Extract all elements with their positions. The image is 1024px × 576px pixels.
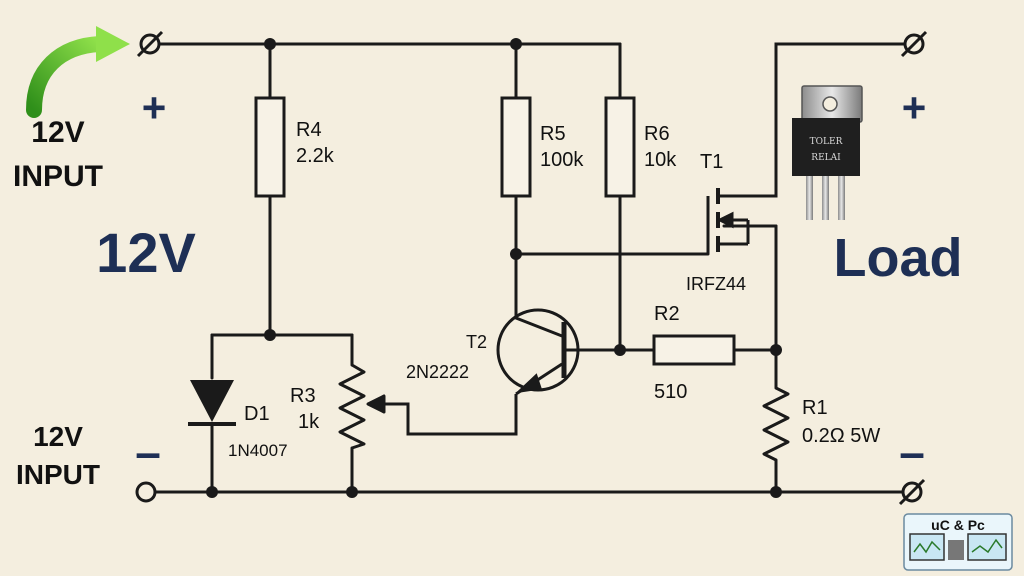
r4-body (254, 96, 286, 198)
junction-dot (510, 248, 522, 260)
r5-value: 100k (540, 149, 584, 171)
r5-ref: R5 (540, 123, 566, 145)
junction-dot (206, 486, 218, 498)
wires (154, 42, 908, 494)
t2-transistor (496, 300, 580, 402)
load-package-text-1: TOLER (810, 137, 843, 147)
t1-value: IRFZ44 (686, 274, 746, 294)
junction-dot (264, 329, 276, 341)
t1-body-arrow (716, 211, 734, 229)
junction-dot (770, 344, 782, 356)
junction-dot (346, 486, 358, 498)
load-package-text-2: RELAI (811, 153, 841, 163)
output-plus-sign: + (902, 84, 927, 131)
r1-value: 0.2Ω 5W (802, 425, 880, 447)
resistor-bodies (254, 96, 736, 366)
load-label: Load (834, 228, 963, 288)
r3-ref: R3 (290, 385, 316, 407)
r4-ref: R4 (296, 119, 322, 141)
terminal-input-plus (136, 30, 164, 58)
input-bottom-sign: – (135, 426, 161, 478)
t2-ref: T2 (466, 332, 487, 352)
r2-ref: R2 (654, 303, 680, 325)
r1-resistor (762, 386, 790, 462)
d1-ref: D1 (244, 403, 270, 425)
t2-value: 2N2222 (406, 362, 469, 382)
terminal-output-minus (898, 478, 926, 506)
input-top-label-1: 12V (31, 116, 84, 149)
d1-value: 1N4007 (228, 441, 288, 460)
r6-ref: R6 (644, 123, 670, 145)
d1-diode (188, 380, 236, 426)
input-bottom-label-2: INPUT (16, 459, 100, 490)
r3-value: 1k (298, 411, 320, 433)
labels: 12V INPUT + 12V 12V INPUT – + – Load R4 … (13, 84, 963, 490)
r6-body (604, 96, 636, 198)
junction-dot (614, 344, 626, 356)
r3-potentiometer (338, 363, 386, 450)
r4-value: 2.2k (296, 145, 335, 167)
r3-wiper-arrow (366, 394, 386, 414)
input-bottom-label-1: 12V (33, 421, 83, 452)
junction-dot (264, 38, 276, 50)
junctions (206, 38, 782, 498)
r2-body (652, 334, 736, 366)
terminal-output-plus (900, 30, 928, 58)
output-minus-sign: – (899, 426, 925, 478)
t2-emitter-arrow (515, 373, 542, 394)
wire-wiper-emitter (382, 400, 518, 436)
junction-dot (510, 38, 522, 50)
t1-mosfet (706, 188, 776, 254)
r5-body (500, 96, 532, 198)
brand-logo: uC & Pc (903, 513, 1013, 571)
load-package-icon: TOLER RELAI (792, 85, 863, 220)
t1-ref: T1 (700, 151, 723, 173)
junction-dot (770, 486, 782, 498)
input-top-sign: + (142, 84, 167, 131)
r1-ref: R1 (802, 397, 828, 419)
terminals (135, 30, 928, 506)
input-top-label-2: INPUT (13, 160, 103, 193)
input-arrow-icon (26, 26, 130, 118)
wire-drain (722, 42, 908, 198)
terminal-input-minus (135, 481, 157, 503)
r6-value: 10k (644, 149, 677, 171)
logo-text: uC & Pc (931, 517, 985, 533)
r2-value: 510 (654, 381, 687, 403)
input-voltage-big: 12V (96, 221, 196, 284)
